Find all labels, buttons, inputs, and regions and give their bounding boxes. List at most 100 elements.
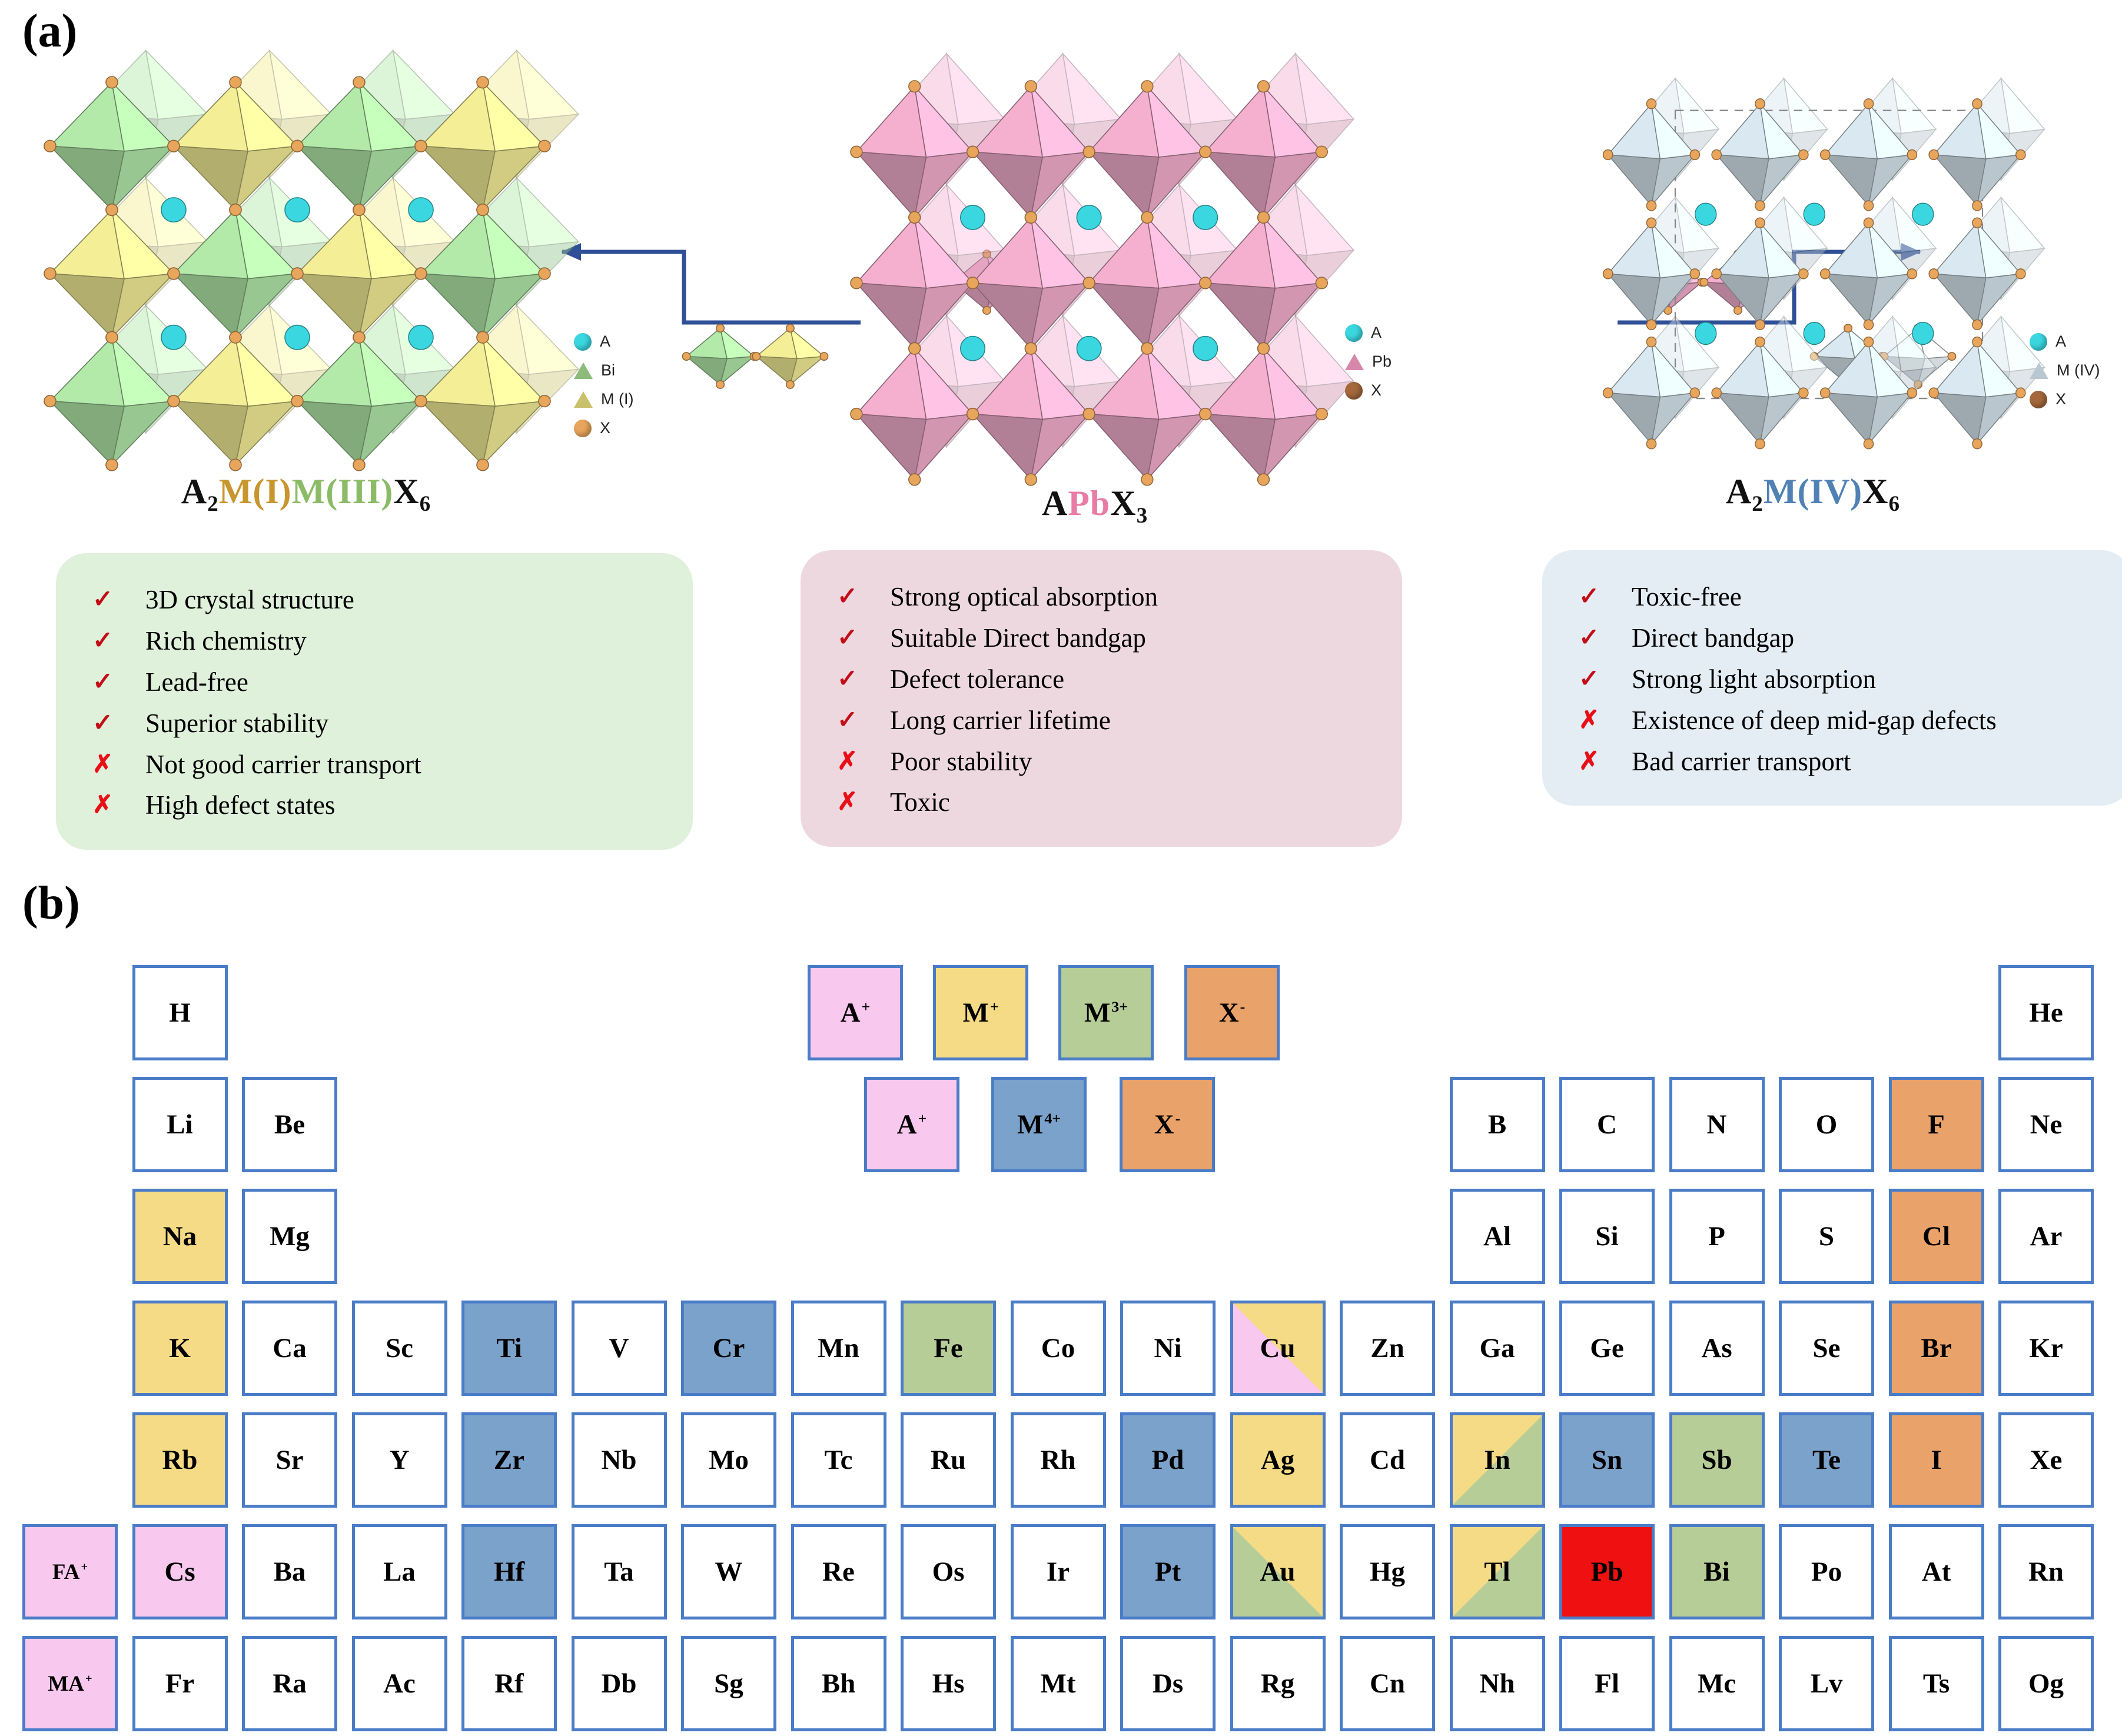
element-au: Au (1230, 1524, 1326, 1619)
element-ga: Ga (1449, 1301, 1545, 1396)
property-text: Bad carrier transport (1632, 746, 1851, 776)
a2m4x6-lattice (1602, 77, 2046, 450)
property-text: Existence of deep mid-gap defects (1632, 705, 1997, 735)
element-rf: Rf (461, 1636, 557, 1731)
element-la: La (351, 1524, 447, 1619)
legend-item: Pb (1345, 352, 1392, 371)
property-text: Rich chemistry (145, 626, 307, 656)
cross-icon: ✗ (837, 789, 858, 816)
property-text: Poor stability (890, 746, 1032, 776)
element-be: Be (242, 1077, 337, 1172)
element-cr: Cr (681, 1301, 776, 1396)
property-item: ✓Defect tolerance (837, 663, 1370, 696)
element-li: Li (132, 1077, 228, 1172)
check-icon: ✓ (837, 624, 858, 651)
element-al: Al (1449, 1189, 1545, 1284)
check-icon: ✓ (1579, 665, 1600, 693)
property-text: Toxic (890, 787, 950, 817)
element-ti: Ti (461, 1301, 557, 1396)
element-k: K (132, 1301, 228, 1396)
check-icon: ✓ (92, 709, 114, 737)
element-ir: Ir (1010, 1524, 1106, 1619)
element-pt: Pt (1120, 1524, 1216, 1619)
element-zn: Zn (1340, 1301, 1435, 1396)
element-fa: FA+ (22, 1524, 118, 1619)
element-pb: Pb (1559, 1524, 1655, 1619)
element-mt: Mt (1010, 1636, 1106, 1731)
cross-icon: ✗ (1579, 747, 1600, 775)
legend-label: X (2055, 390, 2067, 408)
element-ra: Ra (242, 1636, 337, 1731)
element-mg: Mg (242, 1189, 337, 1284)
element-fr: Fr (132, 1636, 228, 1731)
properties-a2m4x6: ✓Toxic-free✓Direct bandgap✓Strong light … (1542, 550, 2122, 806)
element-he: He (1998, 965, 2094, 1060)
legend-item: A (1345, 324, 1392, 342)
property-item: ✓Toxic-free (1579, 581, 2100, 613)
element-i: I (1888, 1412, 1984, 1508)
check-icon: ✓ (1579, 624, 1600, 651)
property-item: ✗Existence of deep mid-gap defects (1579, 704, 2100, 737)
element-cs: Cs (132, 1524, 228, 1619)
legend-label: A (1371, 324, 1382, 341)
legend-item: A (574, 332, 633, 351)
formula-a2m4x6: A2M(IV)X6 (1725, 472, 1901, 516)
element-ca: Ca (242, 1301, 337, 1396)
element-tl: Tl (1449, 1524, 1545, 1619)
property-text: Strong optical absorption (890, 582, 1158, 611)
element-w: W (681, 1524, 776, 1619)
element-zr: Zr (461, 1412, 557, 1508)
check-icon: ✓ (837, 706, 858, 734)
element-te: Te (1779, 1412, 1874, 1508)
check-icon: ✓ (1579, 583, 1600, 610)
cross-icon: ✗ (837, 747, 858, 775)
property-text: Superior stability (145, 708, 329, 738)
element-og: Og (1998, 1636, 2094, 1731)
properties-a2m1m3x6: ✓3D crystal structure✓Rich chemistry✓Lea… (56, 553, 693, 850)
legend-label: X (1371, 381, 1382, 399)
legend-label: M (I) (601, 390, 634, 408)
property-item: ✓3D crystal structure (92, 584, 660, 616)
site-legend-a-plus: A+ (864, 1077, 959, 1172)
element-fe: Fe (901, 1301, 996, 1396)
property-item: ✓Rich chemistry (92, 625, 660, 657)
a-sphere-icon (1345, 324, 1363, 342)
property-text: Defect tolerance (890, 664, 1065, 694)
property-text: Strong light absorption (1632, 664, 1876, 694)
element-s: S (1779, 1189, 1874, 1284)
element-os: Os (901, 1524, 996, 1619)
legend-item: M (IV) (2030, 361, 2100, 380)
x-sphere-icon (574, 419, 592, 437)
element-hs: Hs (901, 1636, 996, 1731)
element-o: O (1779, 1077, 1874, 1172)
element-cd: Cd (1340, 1412, 1435, 1508)
check-icon: ✓ (92, 668, 114, 696)
site-legend-m-3plus: M3+ (1058, 965, 1154, 1060)
legend-a2m1m3x6: A Bi M (I) X (574, 332, 633, 437)
element-at: At (1888, 1524, 1984, 1619)
element-n: N (1669, 1077, 1765, 1172)
check-icon: ✓ (92, 586, 114, 613)
structure-a2m4x6: A2M(IV)X6 (1601, 77, 2046, 517)
element-sr: Sr (242, 1412, 337, 1508)
element-in: In (1449, 1412, 1545, 1508)
property-item: ✗High defect states (92, 789, 660, 822)
element-v: V (571, 1301, 667, 1396)
legend-item: X (574, 419, 633, 437)
element-sc: Sc (351, 1301, 447, 1396)
site-legend-x-minus: X- (1184, 965, 1280, 1060)
legend-item: Bi (574, 361, 633, 380)
legend-label: Bi (601, 361, 616, 379)
element-rn: Rn (1998, 1524, 2094, 1619)
element-ne: Ne (1998, 1077, 2094, 1172)
site-legend-x-minus: X- (1120, 1077, 1215, 1172)
element-as: As (1669, 1301, 1765, 1396)
cross-icon: ✗ (92, 791, 114, 819)
x-sphere-icon (1345, 381, 1363, 400)
element-sb: Sb (1669, 1412, 1765, 1508)
panel-b-label: (b) (22, 877, 80, 929)
element-f: F (1888, 1077, 1984, 1172)
